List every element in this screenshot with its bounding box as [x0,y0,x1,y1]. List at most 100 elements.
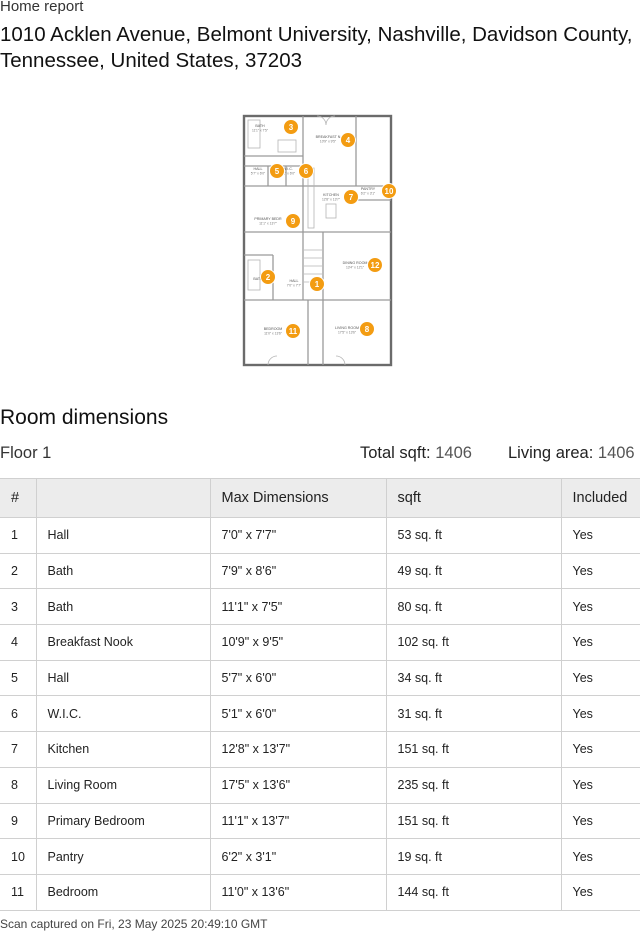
cell-dimensions: 6'2" x 3'1" [209,838,387,875]
room-marker-number: 11 [289,327,298,336]
cell-sqft: 151 sq. ft [385,731,562,768]
cell-sqft: 151 sq. ft [385,802,562,840]
table-row: 10 Pantry 6'2" x 3'1" 19 sq. ft Yes [0,838,640,875]
cell-dimensions: 11'0" x 13'6" [209,873,387,911]
cell-dimensions: 5'7" x 6'0" [209,659,387,697]
table-row: 6 W.I.C. 5'1" x 6'0" 31 sq. ft Yes [0,695,640,733]
room-marker-number: 2 [266,273,271,282]
cell-sqft: 80 sq. ft [385,588,562,626]
cell-room: W.I.C. [35,695,211,733]
cell-sqft: 144 sq. ft [385,873,562,911]
floor-plan-room-dims: 11'1" x 13'7" [259,222,278,226]
cell-number: 3 [0,588,37,626]
cell-room: Breakfast Nook [35,624,211,661]
living-area: Living area: 1406 [508,444,635,463]
floor-plan-room-dims: 10'9" x 9'5" [320,140,337,144]
cell-room: Pantry [35,838,211,875]
floor-name: Floor 1 [0,444,52,462]
room-marker [283,119,299,135]
room-marker-number: 3 [289,123,294,132]
section-title: Room dimensions [0,406,169,429]
cell-sqft: 49 sq. ft [385,552,562,590]
cell-included: Yes [560,766,640,804]
table-row: 9 Primary Bedroom 11'1" x 13'7" 151 sq. … [0,802,640,840]
cell-sqft: 34 sq. ft [385,659,562,697]
room-marker-number: 1 [315,280,320,289]
room-marker [269,163,285,179]
living-area-value: 1406 [597,444,635,462]
cell-dimensions: 11'1" x 13'7" [209,802,387,840]
cell-room: Living Room [35,766,211,804]
floor-plan-room-dims: 11'0" x 13'6" [264,332,283,336]
floor-plan-room-name: HALL [290,279,299,283]
table-header-row: # Max Dimensions sqft Included [0,478,640,518]
table-row: 11 Bedroom 11'0" x 13'6" 144 sq. ft Yes [0,873,640,911]
floor-plan-room-name: PANTRY [361,187,376,191]
floor-plan-room-name: HALL [254,167,263,171]
floor-summary: Floor 1 Total sqft: 1406 Living area: 14… [0,444,640,466]
total-sqft-label: Total sqft: [360,444,431,462]
room-marker-number: 12 [371,261,380,270]
floor-plan-room-name: DINING ROOM [343,261,368,265]
living-area-label: Living area: [508,444,594,462]
cell-room: Bedroom [35,873,211,911]
floor-plan-room-name: KITCHEN [323,193,339,197]
room-marker-number: 9 [291,217,296,226]
scan-timestamp: Scan captured on Fri, 23 May 2025 20:49:… [0,917,268,931]
table-row: 8 Living Room 17'5" x 13'6" 235 sq. ft Y… [0,766,640,804]
floor-plan-room-name: W.I.C. [283,167,293,171]
room-marker-number: 5 [275,167,280,176]
cell-included: Yes [560,552,640,590]
floor-plan-room-dims: 6'2" x 3'1" [361,192,376,196]
report-label: Home report [0,0,84,15]
floor-plan-room-name: BEDROOM [264,327,283,331]
floor-plan-room-name: BATH [253,277,263,281]
cell-dimensions: 5'1" x 6'0" [209,695,387,733]
table-row: 5 Hall 5'7" x 6'0" 34 sq. ft Yes [0,659,640,697]
floor-plan-room-dims: 11'1" x 7'5" [252,129,269,133]
room-marker [298,163,314,179]
cell-number: 9 [0,802,37,840]
cell-dimensions: 10'9" x 9'5" [209,624,387,661]
room-marker [285,323,301,339]
room-marker [260,269,276,285]
table-row: 1 Hall 7'0" x 7'7" 53 sq. ft Yes [0,517,640,554]
cell-included: Yes [560,659,640,697]
cell-included: Yes [560,588,640,626]
cell-included: Yes [560,802,640,840]
cell-room: Hall [35,517,211,554]
cell-dimensions: 11'1" x 7'5" [209,588,387,626]
room-marker [340,132,356,148]
floor-plan-room-dims: 5'1" x 6'0" [281,172,296,176]
cell-number: 2 [0,552,37,590]
floor-plan-room-dims: 12'8" x 13'7" [322,198,341,202]
cell-room: Kitchen [35,731,211,768]
floor-plan-room-name: LIVING ROOM [335,326,359,330]
room-marker [309,276,325,292]
floor-plan-room-name: PRIMARY BEDR [254,217,282,221]
floor-plan-room-name: BREAKFAST N [316,135,341,139]
interior-walls [244,116,391,365]
cell-number: 4 [0,624,37,661]
cell-sqft: 53 sq. ft [385,517,562,554]
room-marker-number: 7 [349,193,354,202]
cell-room: Hall [35,659,211,697]
floor-plan-room-dims: 7'0" x 7'7" [287,284,302,288]
room-marker [343,189,359,205]
column-header-room [35,478,211,518]
floor-plan-room-dims: 5'7" x 6'0" [251,172,266,176]
column-header-number: # [0,478,37,518]
cell-number: 1 [0,517,37,554]
column-header-sqft: sqft [385,478,562,518]
cell-included: Yes [560,695,640,733]
room-marker [367,257,383,273]
cell-sqft: 102 sq. ft [385,624,562,661]
cell-sqft: 19 sq. ft [385,838,562,875]
room-marker [359,321,375,337]
fixtures [247,115,346,366]
cell-room: Bath [35,588,211,626]
room-marker-number: 6 [304,167,309,176]
